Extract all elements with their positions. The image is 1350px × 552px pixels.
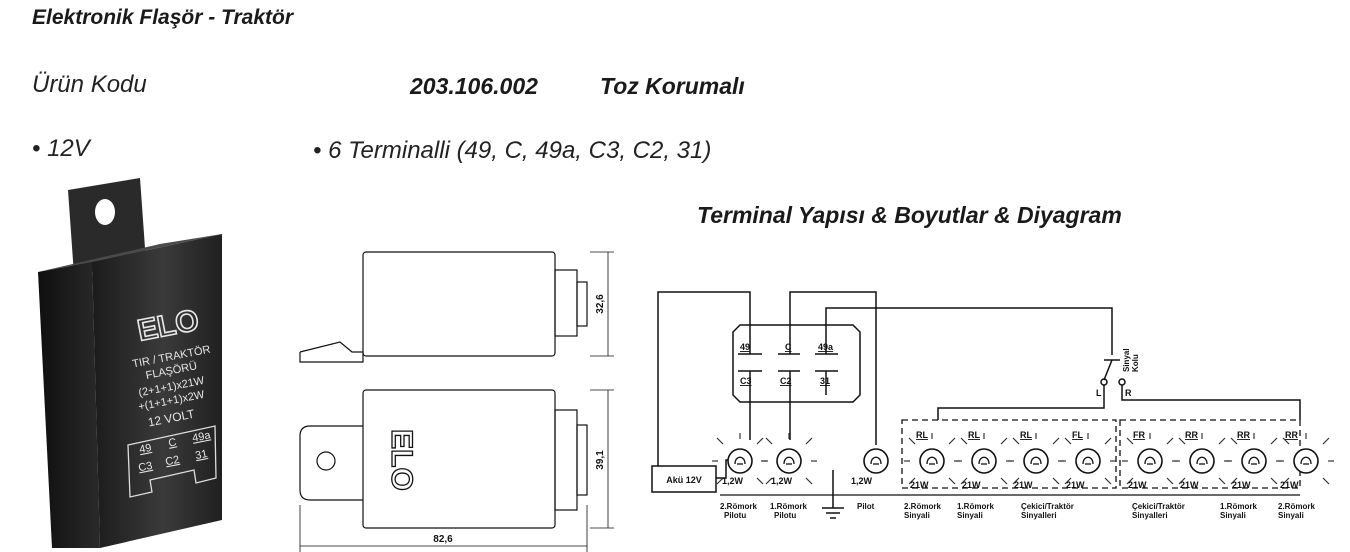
tag-8: RR — [1285, 430, 1298, 440]
watt-2: 21W — [962, 480, 981, 490]
relay-pin-49a: 49a — [818, 342, 834, 352]
watt-8: 21W — [1280, 480, 1299, 490]
label-sig1r-a: 1.Römork — [1220, 502, 1257, 511]
tag-2: RL — [968, 430, 980, 440]
product-photo — [38, 178, 222, 548]
label-cekr-b: Sinyalleri — [1132, 511, 1168, 520]
tag-7: RR — [1237, 430, 1250, 440]
label-cekr-a: Çekici/Traktör — [1132, 502, 1185, 511]
label-pilot: Pilot — [857, 502, 875, 511]
front-view-drawing — [299, 389, 614, 552]
relay-pin-49: 49 — [740, 342, 750, 352]
watt-pilot1: 1,2W — [771, 476, 793, 486]
product-code-label: Ürün Kodu — [32, 71, 147, 98]
label-sig1l-b: Sinyali — [957, 511, 983, 520]
switch-left: L — [1096, 388, 1102, 398]
device-pin-49: 49 — [138, 442, 152, 456]
label-sig2l-a: 2.Römork — [904, 502, 941, 511]
product-code: 203.106.002 — [410, 73, 538, 99]
page-title: Elektronik Flaşör - Traktör — [32, 6, 294, 29]
dim-height-front: 39,1 — [595, 450, 606, 470]
label-pilot1-a: 1.Römork — [770, 502, 807, 511]
watt-3: 21W — [1014, 480, 1033, 490]
section-title: Terminal Yapısı & Boyutlar & Diyagram — [697, 202, 1122, 228]
tag-6: RR — [1185, 430, 1198, 440]
tag-1: RL — [916, 430, 928, 440]
relay-pin-31: 31 — [820, 376, 830, 386]
watt-5: 21W — [1128, 480, 1147, 490]
label-sig1r-b: Sinyali — [1220, 511, 1246, 520]
watt-4: 21W — [1066, 480, 1085, 490]
switch-right: R — [1125, 388, 1132, 398]
watt-pilot2: 1,2W — [722, 476, 744, 486]
label-sig2r-b: Sinyali — [1278, 511, 1304, 520]
device-pin-c2: C2 — [164, 454, 180, 468]
tag-4: FL — [1072, 430, 1083, 440]
spec-terminals: • 6 Terminalli (49, C, 49a, C3, C2, 31) — [313, 137, 712, 164]
wiring-diagram — [651, 291, 1301, 519]
diagram-text: 49 C 49a C3 C2 31 Akü 12V Sinyal Kolu L … — [666, 342, 1315, 520]
device-pin-c3: C3 — [137, 460, 153, 474]
watt-7: 21W — [1232, 480, 1251, 490]
dim-brand: ELO — [385, 429, 418, 491]
label-sig2l-b: Sinyali — [904, 511, 930, 520]
device-pin-c: C — [167, 436, 177, 449]
device-pin-49a: 49a — [191, 429, 212, 444]
switch-label-2: Kolu — [1131, 354, 1140, 372]
relay-pin-c3: C3 — [740, 376, 752, 386]
label-pilot2-b: Pilotu — [724, 511, 746, 520]
product-feature: Toz Korumalı — [600, 73, 745, 99]
watt-6: 21W — [1180, 480, 1199, 490]
relay-pin-c2: C2 — [780, 376, 792, 386]
battery-label: Akü 12V — [666, 475, 702, 485]
side-view-drawing — [299, 251, 614, 363]
label-cekl-b: Sinyalleri — [1021, 511, 1057, 520]
label-pilot1-b: Pilotu — [774, 511, 796, 520]
label-sig1l-a: 1.Römork — [957, 502, 994, 511]
lamps — [711, 432, 1335, 485]
label-pilot2-a: 2.Römork — [720, 502, 757, 511]
dim-width: 82,6 — [433, 534, 453, 545]
device-pin-31: 31 — [194, 448, 208, 462]
watt-1: 21W — [910, 480, 929, 490]
spec-voltage: • 12V — [32, 135, 90, 162]
switch-label-1: Sinyal — [1122, 348, 1131, 372]
dim-height-top: 32,6 — [595, 294, 606, 314]
tag-3: RL — [1020, 430, 1032, 440]
label-cekl-a: Çekici/Traktör — [1021, 502, 1074, 511]
watt-pilot: 1,2W — [851, 476, 873, 486]
tag-5: FR — [1133, 430, 1145, 440]
label-sig2r-a: 2.Römork — [1278, 502, 1315, 511]
relay-pin-c: C — [785, 342, 792, 352]
